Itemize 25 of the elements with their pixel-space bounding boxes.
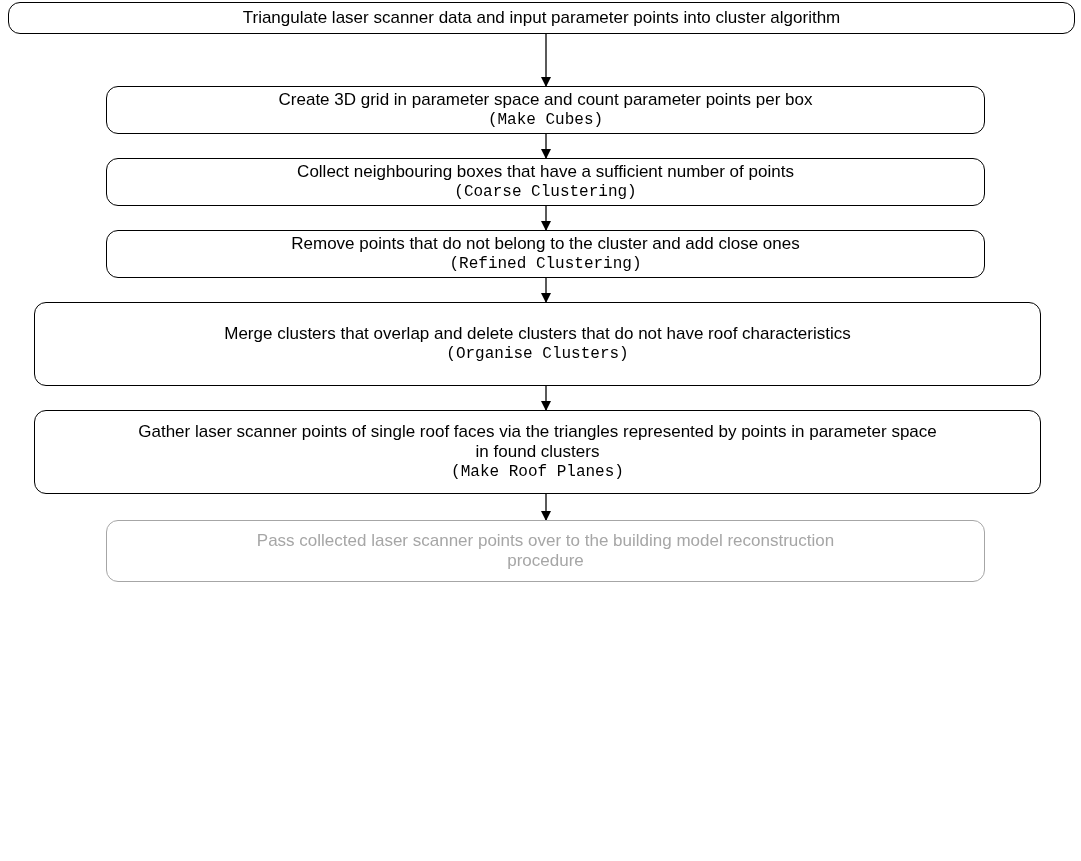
function-name: (Make Roof Planes) bbox=[451, 462, 624, 482]
step-text: Create 3D grid in parameter space and count parameter points per box bbox=[278, 90, 813, 110]
function-name: (Organise Clusters) bbox=[446, 344, 629, 364]
process-box bbox=[106, 86, 985, 134]
process-box bbox=[34, 410, 1041, 494]
process-box bbox=[106, 520, 985, 582]
arrow bbox=[541, 493, 551, 521]
arrow bbox=[541, 277, 551, 303]
function-name: (Make Cubes) bbox=[487, 110, 604, 130]
process-box bbox=[8, 2, 1075, 34]
step-text: Collect neighbouring boxes that have a sufficient number of points bbox=[297, 162, 794, 182]
step-text: Triangulate laser scanner data and input parameter points into cluster algorithm bbox=[242, 8, 841, 28]
process-box bbox=[34, 302, 1041, 386]
step-text: Merge clusters that overlap and delete clusters that do not have roof characteristics bbox=[224, 324, 851, 344]
step-text: Remove points that do not belong to the cluster and add close ones bbox=[291, 234, 800, 254]
step-text: Gather laser scanner points of single roof faces via the triangles represented by points in parameter space in found clusters bbox=[137, 422, 938, 462]
process-box bbox=[106, 158, 985, 206]
process-box bbox=[106, 230, 985, 278]
step-text: Pass collected laser scanner points over to the building model reconstruction procedure bbox=[255, 531, 836, 571]
arrow bbox=[541, 33, 551, 87]
function-name: (Refined Clustering) bbox=[449, 254, 642, 274]
function-name: (Coarse Clustering) bbox=[454, 182, 637, 202]
arrow bbox=[541, 205, 551, 231]
arrow bbox=[541, 385, 551, 411]
arrow bbox=[541, 133, 551, 159]
